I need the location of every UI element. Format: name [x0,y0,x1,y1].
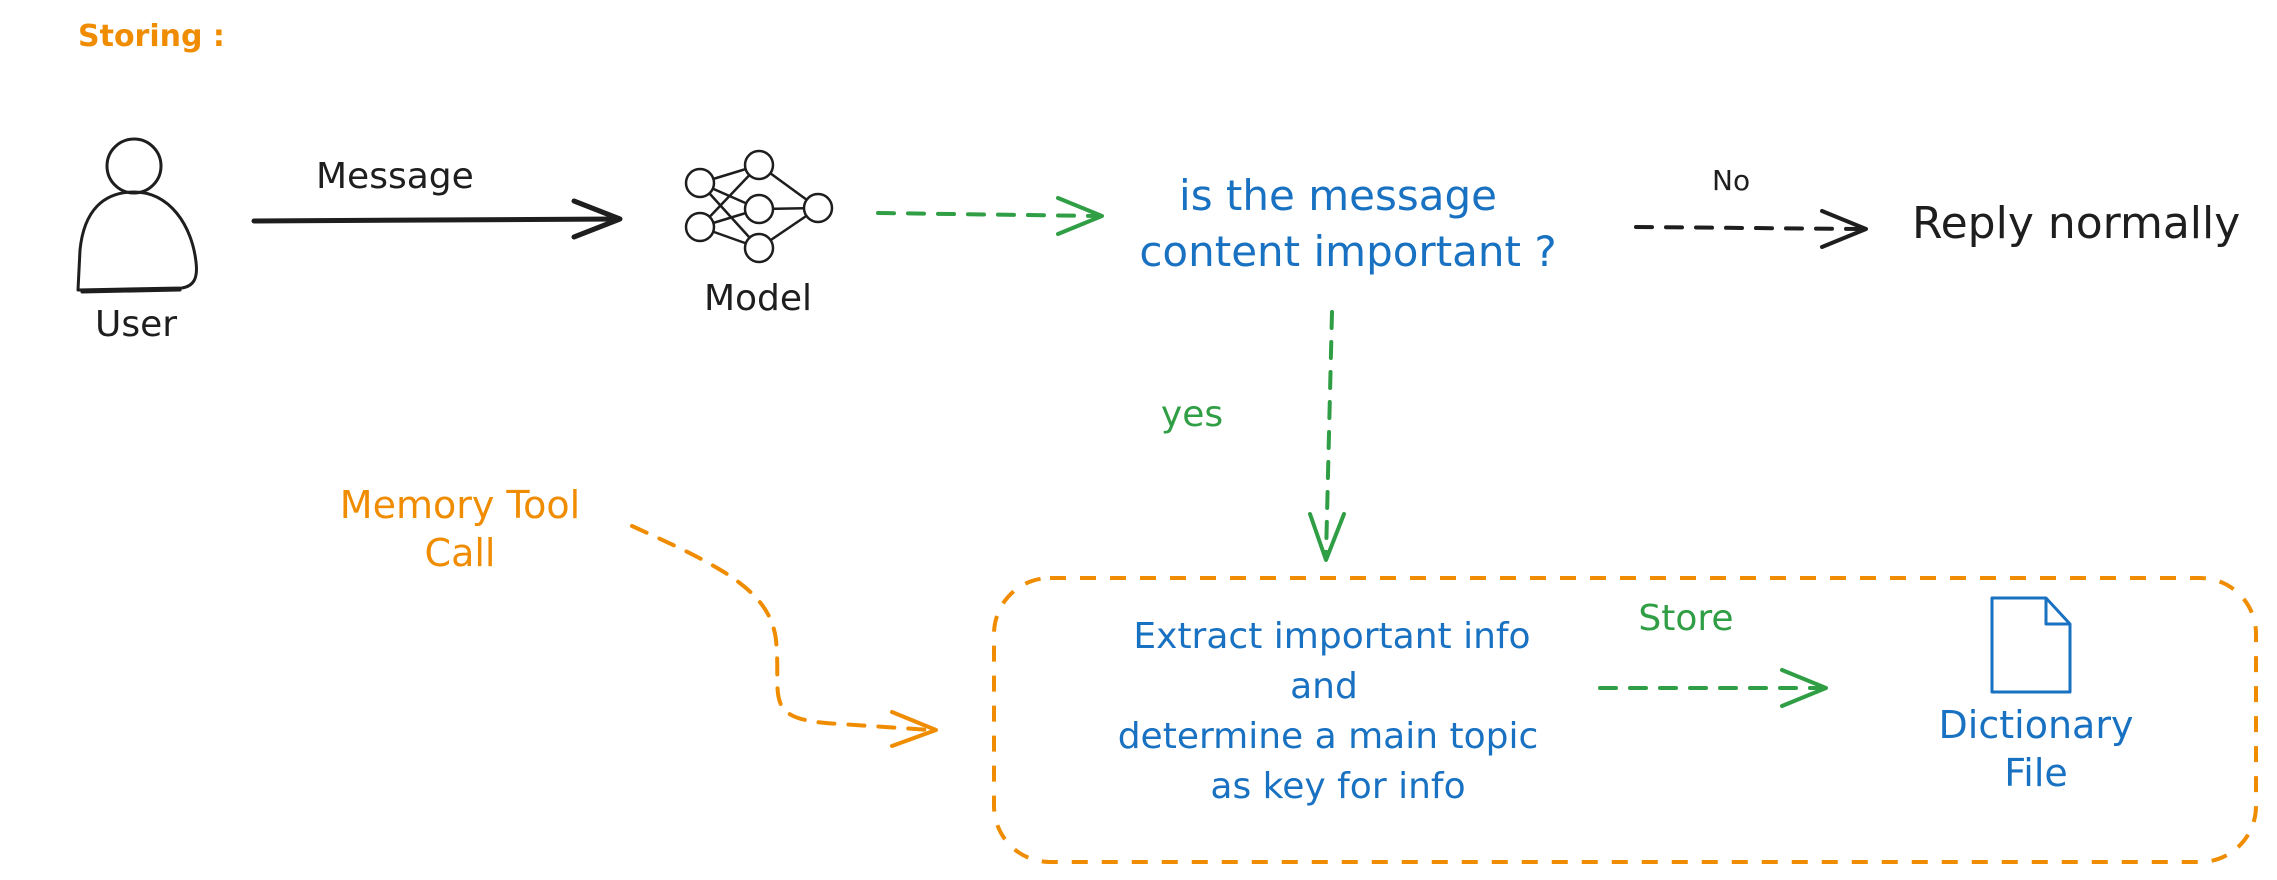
extract-line-2: and [1290,666,1358,707]
dictionary-file-line-2: File [2004,751,2068,795]
dictionary-file-line-1: Dictionary [1939,703,2134,747]
no-label: No [1712,164,1750,197]
yes-label: yes [1161,394,1223,435]
yes-arrow [1308,310,1346,562]
file-icon [1990,596,2072,694]
model-to-decision-arrow [876,196,1104,236]
user-label: User [95,304,177,345]
extract-line-3: determine a main topic [1118,716,1539,757]
no-arrow [1634,209,1868,249]
section-title: Storing : [78,19,225,54]
message-arrow [251,198,623,240]
decision-line-1: is the message [1179,171,1497,220]
memory-tool-arrow [630,524,938,748]
extract-line-1: Extract important info [1133,616,1530,657]
reply-normally-label: Reply normally [1912,198,2240,249]
model-label: Model [704,278,812,319]
store-label: Store [1638,598,1733,639]
store-arrow [1598,668,1828,708]
memory-tool-line-2: Call [425,531,496,575]
extract-line-4: as key for info [1210,766,1465,807]
decision-line-2: content important ? [1139,227,1556,276]
message-label: Message [316,156,474,197]
neural-network-icon [684,149,834,264]
memory-tool-line-1: Memory Tool [340,483,580,527]
memory-tool-box [992,576,2258,864]
user-icon [76,137,198,294]
